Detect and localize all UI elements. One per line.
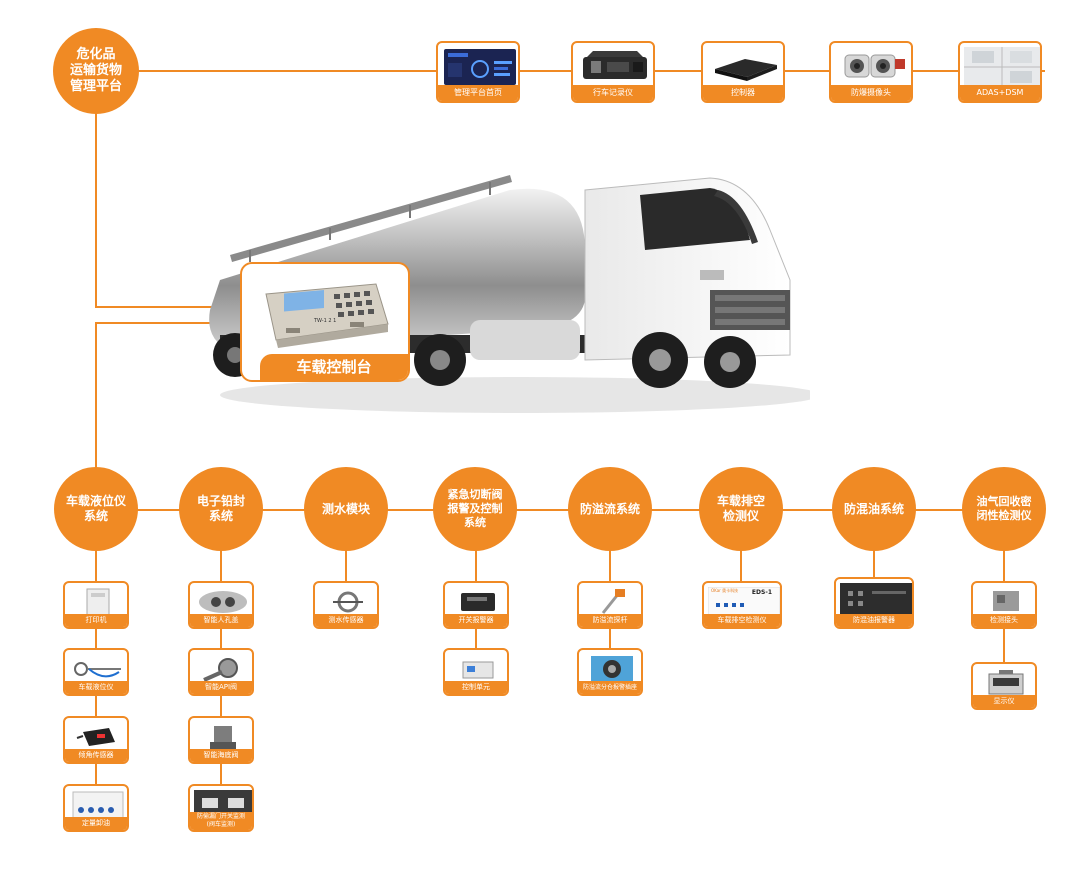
anti-mixing-alarm-icon bbox=[840, 583, 912, 617]
device-card-printer[interactable]: 打印机 bbox=[63, 581, 129, 629]
device-caption: 智能海底阀 bbox=[190, 749, 252, 762]
system-circle-empty-detection[interactable]: 车载排空 检测仪 bbox=[699, 467, 783, 551]
device-card-display-unit[interactable]: 显示仪 bbox=[971, 662, 1037, 710]
device-card-dvr[interactable]: 行车记录仪 bbox=[571, 41, 655, 103]
device-card-manhole-cover[interactable]: 智能人孔盖 bbox=[188, 581, 254, 629]
dvr-recorder-icon bbox=[577, 47, 649, 83]
device-caption: 防溢流分仓报警插座 bbox=[579, 681, 641, 694]
device-caption: 车载排空检测仪 bbox=[704, 614, 780, 627]
explosion-proof-camera-icon bbox=[835, 47, 907, 83]
empty-detector-brand: OKar 奥卡科技 bbox=[711, 588, 739, 593]
console-panel-text: TW-1 2 1 bbox=[314, 318, 337, 324]
platform-circle: 危化品 运输货物 管理平台 bbox=[53, 28, 139, 114]
overflow-socket-icon bbox=[583, 654, 637, 682]
console-label: 车载控制台 bbox=[260, 354, 408, 380]
device-card-overflow-probe[interactable]: 防溢流探杆 bbox=[577, 581, 643, 629]
device-caption: 打印机 bbox=[65, 614, 127, 627]
device-card-bottom-valve[interactable]: 智能海底阀 bbox=[188, 716, 254, 764]
device-card-switch-alarm[interactable]: 开关报警器 bbox=[443, 581, 509, 629]
api-valve-icon bbox=[194, 654, 248, 682]
adas-dsm-view-icon bbox=[964, 47, 1040, 87]
device-card-tilt-sensor[interactable]: 倾角传感器 bbox=[63, 716, 129, 764]
system-circle-water-detection[interactable]: 测水模块 bbox=[304, 467, 388, 551]
dashboard-screen-icon bbox=[442, 47, 516, 85]
platform-to-console-line bbox=[95, 306, 245, 308]
systems-connector-line bbox=[95, 509, 1005, 511]
tilt-sensor-icon bbox=[69, 722, 123, 747]
device-caption: 防爆摄像头 bbox=[831, 85, 911, 101]
device-card-dashboard[interactable]: 管理平台首页 bbox=[436, 41, 520, 103]
level-gauge-icon bbox=[69, 654, 123, 679]
overflow-probe-icon bbox=[583, 587, 637, 614]
switch-alarm-icon bbox=[449, 587, 503, 612]
col6-tie bbox=[740, 545, 742, 585]
device-card-anti-mixing-alarm[interactable]: 防混油报警器 bbox=[834, 577, 914, 629]
device-caption: 防溢流探杆 bbox=[579, 614, 641, 627]
unloading-panel-icon bbox=[69, 790, 124, 819]
device-caption: 车载液位仪 bbox=[65, 681, 127, 694]
col3-tie bbox=[345, 545, 347, 585]
device-caption: 定量卸油 bbox=[65, 817, 127, 830]
device-caption: 倾角传感器 bbox=[65, 749, 127, 762]
device-card-api-valve[interactable]: 智能API阀 bbox=[188, 648, 254, 696]
device-card-quantitative-unloading[interactable]: 定量卸油 bbox=[63, 784, 129, 832]
device-card-empty-detector[interactable]: OKar 奥卡科技 EDS-1 车载排空检测仪 bbox=[702, 581, 782, 629]
device-card-overflow-socket[interactable]: 防溢流分仓报警插座 bbox=[577, 648, 643, 696]
door-monitor-icon bbox=[194, 790, 252, 815]
bottom-valve-icon bbox=[194, 722, 248, 750]
system-circle-overflow[interactable]: 防溢流系统 bbox=[568, 467, 652, 551]
empty-detector-model: EDS-1 bbox=[751, 589, 772, 596]
device-card-door-monitor[interactable]: 防偷漏门开关监测 (阀车监测) bbox=[188, 784, 254, 832]
device-caption: 测水传感器 bbox=[315, 614, 377, 627]
control-unit-icon bbox=[449, 654, 503, 679]
system-circle-vapor-recovery[interactable]: 油气回收密 闭性检测仪 bbox=[962, 467, 1046, 551]
device-caption: 显示仪 bbox=[973, 695, 1035, 708]
platform-down-line bbox=[95, 108, 97, 308]
device-caption: 防偷漏门开关监测 (阀车监测) bbox=[190, 812, 252, 830]
system-circle-level-gauge[interactable]: 车载液位仪 系统 bbox=[54, 467, 138, 551]
device-card-level-gauge[interactable]: 车载液位仪 bbox=[63, 648, 129, 696]
device-caption: 行车记录仪 bbox=[573, 85, 653, 101]
device-caption: 管理平台首页 bbox=[438, 85, 518, 101]
controller-box-icon bbox=[707, 47, 779, 83]
empty-detector-panel: OKar 奥卡科技 EDS-1 bbox=[708, 587, 780, 617]
console-branch-line bbox=[95, 322, 245, 324]
manhole-cover-icon bbox=[194, 587, 248, 613]
display-unit-icon bbox=[977, 668, 1031, 695]
device-caption: 智能人孔盖 bbox=[190, 614, 252, 627]
device-card-controller[interactable]: 控制器 bbox=[701, 41, 785, 103]
console-panel[interactable]: TW-1 2 1 车载控制台 bbox=[240, 262, 410, 382]
device-card-water-sensor[interactable]: 测水传感器 bbox=[313, 581, 379, 629]
system-circle-anti-mixing[interactable]: 防混油系统 bbox=[832, 467, 916, 551]
device-caption: ADAS+DSM bbox=[960, 85, 1040, 101]
water-sensor-icon bbox=[319, 587, 373, 613]
system-circle-emergency-valve[interactable]: 紧急切断阀 报警及控制 系统 bbox=[433, 467, 517, 551]
col7-tie bbox=[873, 545, 875, 585]
system-circle-electronic-seal[interactable]: 电子铅封 系统 bbox=[179, 467, 263, 551]
device-caption: 智能API阀 bbox=[190, 681, 252, 694]
console-device-image: TW-1 2 1 bbox=[256, 274, 396, 354]
device-card-detection-connector[interactable]: 检测接头 bbox=[971, 581, 1037, 629]
device-caption: 防混油报警器 bbox=[836, 614, 912, 627]
device-card-adas[interactable]: ADAS+DSM bbox=[958, 41, 1042, 103]
device-card-control-unit[interactable]: 控制单元 bbox=[443, 648, 509, 696]
device-caption: 控制单元 bbox=[445, 681, 507, 694]
branch-down-line bbox=[95, 322, 97, 482]
device-card-camera[interactable]: 防爆摄像头 bbox=[829, 41, 913, 103]
device-caption: 检测接头 bbox=[973, 614, 1035, 627]
printer-icon bbox=[69, 587, 123, 616]
detection-connector-icon bbox=[977, 587, 1031, 612]
device-caption: 控制器 bbox=[703, 85, 783, 101]
device-caption: 开关报警器 bbox=[445, 614, 507, 627]
